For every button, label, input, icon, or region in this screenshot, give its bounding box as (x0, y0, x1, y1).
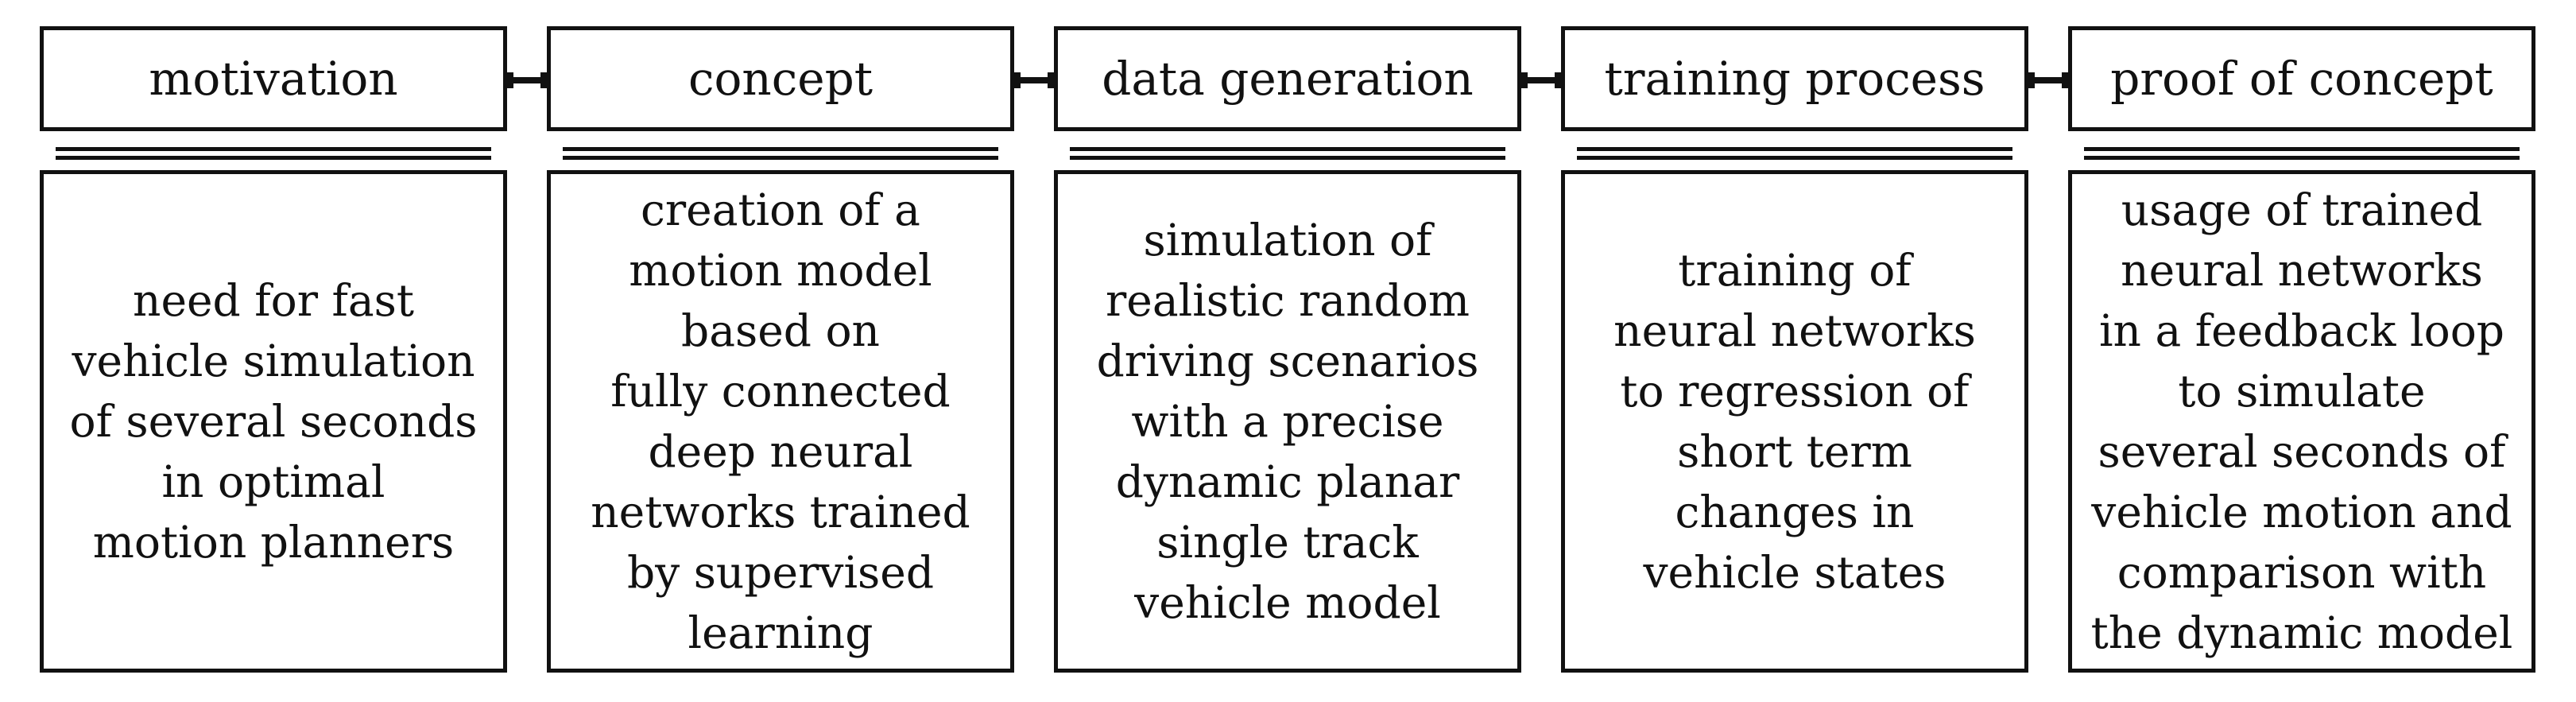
description-line: motion model (629, 245, 932, 296)
connector-4-5 (2028, 72, 2068, 88)
stage-description-box: need for fast vehicle simulation of seve… (40, 170, 507, 673)
description-line: networks trained (591, 487, 970, 537)
description-line: training of (1678, 245, 1912, 296)
description-line: vehicle motion and (2091, 487, 2512, 537)
description-line: learning (688, 607, 874, 658)
description-line: by supervised (626, 547, 935, 598)
stage-description: usage of trained neural networks in a fe… (2091, 180, 2513, 663)
stage-data-generation: data generation simulation of realistic … (1054, 0, 1521, 702)
stage-motivation: motivation need for fast vehicle simulat… (40, 0, 507, 702)
description-line: motion planners (92, 517, 455, 568)
description-line: simulation of (1143, 215, 1432, 266)
description-line: neural networks (1613, 305, 1976, 356)
double-divider (1577, 147, 2012, 160)
description-line: with a precise (1131, 396, 1444, 447)
description-line: in optimal (161, 456, 385, 507)
description-line: creation of a (641, 184, 920, 235)
stage-title: training process (1604, 52, 1985, 106)
double-divider (56, 147, 491, 160)
double-divider (1070, 147, 1505, 160)
description-line: several seconds of (2098, 426, 2506, 477)
stage-description: simulation of realistic random driving s… (1097, 210, 1479, 633)
stage-description: creation of a motion model based on full… (591, 180, 970, 663)
double-divider (563, 147, 998, 160)
stage-description-box: training of neural networks to regressio… (1561, 170, 2028, 673)
stage-description-box: simulation of realistic random driving s… (1054, 170, 1521, 673)
stage-description-box: creation of a motion model based on full… (547, 170, 1014, 673)
stage-concept: concept creation of a motion model based… (547, 0, 1014, 702)
stage-description: need for fast vehicle simulation of seve… (69, 270, 477, 572)
description-line: to regression of (1620, 366, 1970, 417)
description-line: driving scenarios (1096, 335, 1479, 386)
description-line: neural networks (2121, 245, 2483, 296)
description-line: usage of trained (2121, 184, 2483, 235)
stage-title: proof of concept (2110, 52, 2493, 106)
description-line: to simulate (2178, 366, 2426, 417)
description-line: realistic random (1106, 275, 1470, 326)
stage-title: data generation (1102, 52, 1474, 106)
description-line: in a feedback loop (2098, 305, 2505, 356)
stage-proof-of-concept: proof of concept usage of trained neural… (2068, 0, 2535, 702)
stage-header-box: proof of concept (2068, 26, 2535, 131)
description-line: short term (1677, 426, 1912, 477)
description-line: vehicle simulation (72, 335, 475, 386)
stage-header-box: training process (1561, 26, 2028, 131)
description-line: vehicle model (1134, 577, 1441, 628)
connector-2-3 (1014, 72, 1054, 88)
stage-description-box: usage of trained neural networks in a fe… (2068, 170, 2535, 673)
description-line: changes in (1675, 487, 1915, 537)
description-line: dynamic planar (1115, 456, 1460, 507)
description-line: vehicle states (1643, 547, 1947, 598)
description-line: comparison with (2117, 547, 2487, 598)
stage-training-process: training process training of neural netw… (1561, 0, 2028, 702)
stage-header-box: motivation (40, 26, 507, 131)
stage-title: concept (688, 52, 873, 106)
stage-title: motivation (149, 52, 398, 106)
description-line: of several seconds (69, 396, 478, 447)
description-line: deep neural (648, 426, 913, 477)
double-divider (2084, 147, 2520, 160)
stage-description: training of neural networks to regressio… (1613, 240, 1976, 603)
description-line: single track (1156, 517, 1419, 568)
description-line: based on (680, 305, 880, 356)
connector-3-4 (1521, 72, 1561, 88)
description-line: need for fast (133, 275, 414, 326)
stage-header-box: data generation (1054, 26, 1521, 131)
connector-1-2 (507, 72, 547, 88)
stage-header-box: concept (547, 26, 1014, 131)
description-line: the dynamic model (2090, 607, 2513, 658)
description-line: fully connected (610, 366, 951, 417)
